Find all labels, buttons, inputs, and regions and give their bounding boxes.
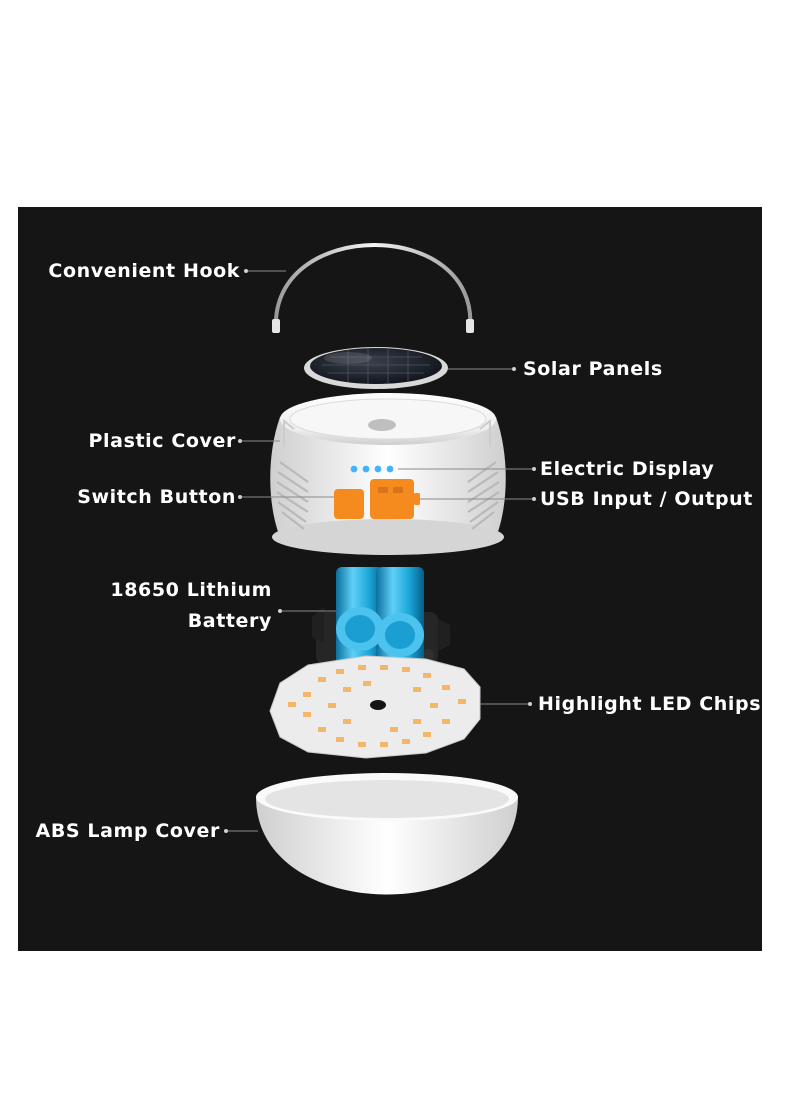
abs-lamp-cover-part (256, 773, 518, 895)
hook-part (273, 243, 473, 331)
usb-port-part (370, 479, 420, 519)
label-switch-button: Switch Button (77, 486, 236, 508)
led-chips (288, 665, 466, 747)
label-plastic-cover: Plastic Cover (88, 430, 236, 452)
label-battery-line1: 18650 Lithium (110, 579, 272, 601)
battery-part (312, 567, 450, 667)
label-battery-line2: Battery (187, 610, 272, 632)
hook-end-left (272, 319, 280, 333)
label-lithium-battery: 18650 Lithium Battery (110, 575, 272, 637)
label-usb-input-output: USB Input / Output (540, 488, 753, 510)
label-electric-display: Electric Display (540, 458, 715, 480)
solar-panel-part (304, 347, 448, 389)
hook-end-right (466, 319, 474, 333)
exploded-lamp-diagram (224, 243, 536, 895)
leader-lines (224, 269, 536, 833)
label-abs-lamp-cover: ABS Lamp Cover (35, 820, 220, 842)
led-board-part (269, 655, 481, 759)
plastic-cover-part (270, 393, 506, 555)
switch-button-part (334, 489, 364, 519)
diagram-panel: Convenient Hook Solar Panels Plastic Cov… (18, 207, 762, 951)
label-highlight-led-chips: Highlight LED Chips (538, 693, 762, 715)
label-solar-panels: Solar Panels (523, 358, 663, 380)
label-convenient-hook: Convenient Hook (48, 260, 240, 282)
indicator-leds (350, 465, 394, 473)
